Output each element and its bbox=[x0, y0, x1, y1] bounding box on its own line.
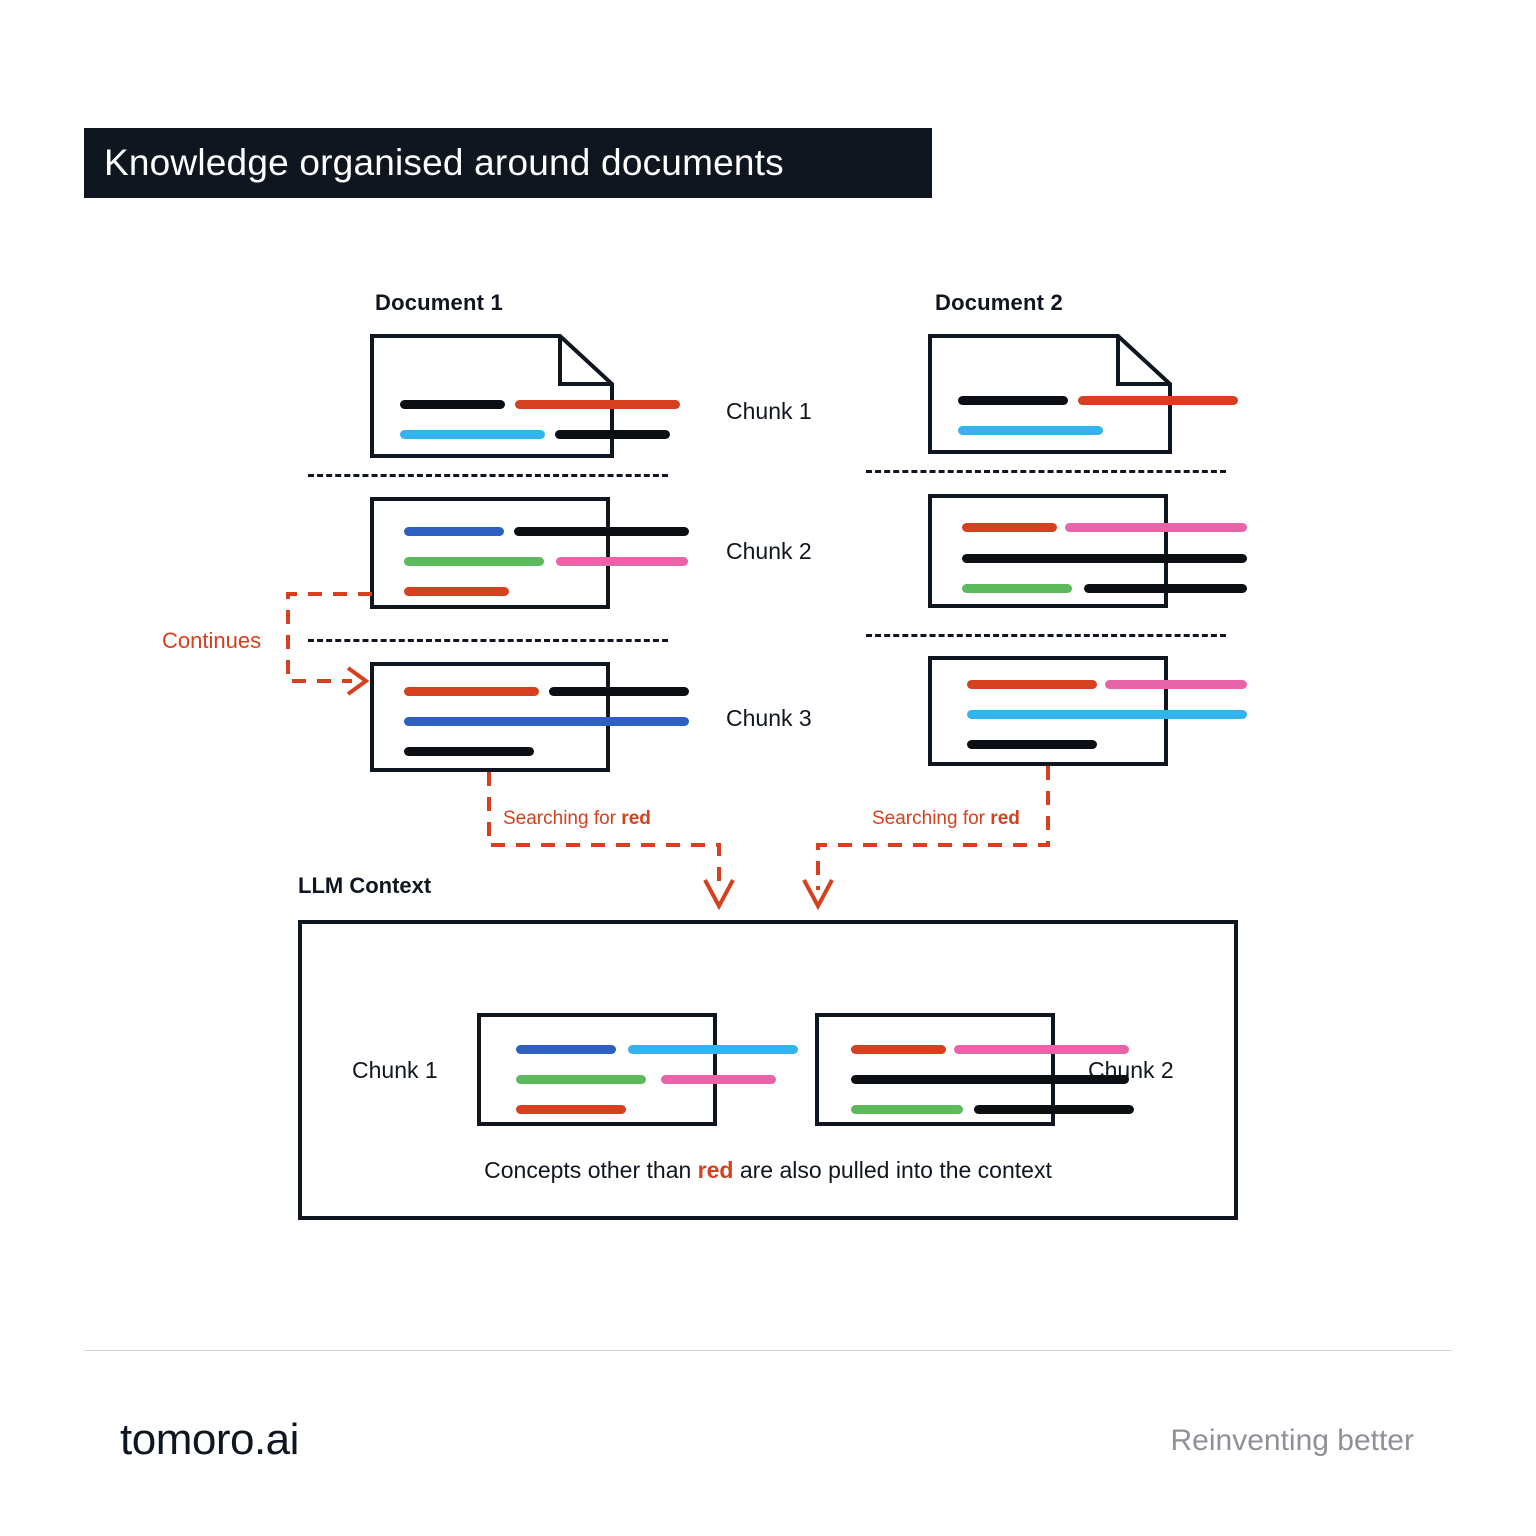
document-1-chunk-3-lines bbox=[374, 666, 689, 768]
text-line bbox=[661, 1075, 776, 1084]
document-2-chunk-3-box bbox=[928, 656, 1247, 766]
text-line bbox=[400, 430, 545, 439]
llm-context-heading: LLM Context bbox=[298, 873, 432, 898]
text-line bbox=[404, 717, 689, 726]
searching-keyword: red bbox=[621, 808, 651, 829]
text-line bbox=[1078, 396, 1238, 405]
text-line bbox=[516, 1045, 616, 1054]
text-line bbox=[962, 554, 1247, 563]
text-line bbox=[954, 1045, 1129, 1054]
caption-keyword: red bbox=[697, 1157, 734, 1183]
chunk-row-label-2: Chunk 2 bbox=[726, 538, 812, 564]
document-2-chunk-3-lines bbox=[932, 660, 1247, 762]
llm-context-box bbox=[298, 920, 1238, 1220]
text-line bbox=[1105, 680, 1247, 689]
text-line bbox=[515, 400, 680, 409]
text-line bbox=[628, 1045, 798, 1054]
llm-context-chunk-1-lines bbox=[481, 1017, 798, 1122]
text-line bbox=[404, 587, 509, 596]
text-line bbox=[851, 1105, 963, 1114]
text-line bbox=[962, 584, 1072, 593]
text-line bbox=[967, 710, 1247, 719]
llm-context-chunk-left-label: Chunk 1 bbox=[352, 1057, 438, 1083]
text-line bbox=[556, 557, 688, 566]
text-line bbox=[851, 1075, 1129, 1084]
llm-context-caption: Concepts other than red are also pulled … bbox=[298, 1157, 1238, 1184]
search-arrowhead-right bbox=[802, 879, 834, 911]
searching-for-red-label-right: Searching for red bbox=[872, 808, 1020, 830]
footer-tagline: Reinventing better bbox=[1170, 1424, 1415, 1457]
searching-keyword: red bbox=[990, 808, 1020, 829]
llm-context-chunk-2-box bbox=[815, 1013, 1134, 1126]
text-line bbox=[516, 1105, 626, 1114]
chunk-separator bbox=[866, 470, 1226, 473]
text-line bbox=[1084, 584, 1247, 593]
document-1-chunk-2-box bbox=[370, 497, 689, 609]
document-1-chunk-1-page bbox=[370, 334, 680, 458]
continues-label: Continues bbox=[162, 628, 262, 653]
text-line bbox=[958, 396, 1068, 405]
document-2-heading: Document 2 bbox=[935, 290, 1063, 315]
search-connector-left bbox=[487, 772, 721, 890]
text-line bbox=[404, 527, 504, 536]
text-line bbox=[404, 557, 544, 566]
caption-before: Concepts other than bbox=[484, 1157, 698, 1183]
text-line bbox=[967, 740, 1097, 749]
text-line bbox=[404, 747, 534, 756]
document-1-chunk-3-box bbox=[370, 662, 689, 772]
text-line bbox=[1065, 523, 1247, 532]
chunk-row-label-3: Chunk 3 bbox=[726, 705, 812, 731]
caption-after: are also pulled into the context bbox=[733, 1157, 1052, 1183]
document-2-chunk-1-page bbox=[928, 334, 1238, 454]
text-line bbox=[514, 527, 689, 536]
page-title-banner: Knowledge organised around documents bbox=[84, 128, 932, 198]
text-line bbox=[974, 1105, 1134, 1114]
page-title: Knowledge organised around documents bbox=[104, 142, 784, 183]
continues-connector bbox=[286, 592, 372, 683]
text-line bbox=[549, 687, 689, 696]
chunk-separator bbox=[308, 639, 668, 642]
document-2-chunk-1-lines bbox=[928, 334, 1238, 454]
document-2-chunk-2-lines bbox=[932, 498, 1247, 604]
text-line bbox=[851, 1045, 946, 1054]
text-line bbox=[962, 523, 1057, 532]
searching-prefix: Searching for bbox=[872, 808, 991, 829]
text-line bbox=[555, 430, 670, 439]
document-1-heading: Document 1 bbox=[375, 290, 503, 315]
searching-for-red-label-left: Searching for red bbox=[503, 808, 651, 830]
continues-arrowhead bbox=[346, 666, 370, 696]
page-outline-icon bbox=[928, 334, 1172, 454]
searching-prefix: Searching for bbox=[503, 808, 622, 829]
document-1-chunk-2-lines bbox=[374, 501, 689, 605]
document-2-chunk-2-box bbox=[928, 494, 1247, 608]
text-line bbox=[967, 680, 1097, 689]
footer-divider bbox=[84, 1350, 1452, 1351]
brand-logo: tomoro.ai bbox=[120, 1415, 299, 1464]
text-line bbox=[958, 426, 1103, 435]
chunk-separator bbox=[308, 474, 668, 477]
chunk-row-label-1: Chunk 1 bbox=[726, 398, 812, 424]
chunk-separator bbox=[866, 634, 1226, 637]
text-line bbox=[516, 1075, 646, 1084]
text-line bbox=[400, 400, 505, 409]
search-arrowhead-left bbox=[703, 879, 735, 911]
llm-context-chunk-1-box bbox=[477, 1013, 798, 1126]
document-1-chunk-1-lines bbox=[370, 334, 680, 458]
page-outline-icon bbox=[370, 334, 614, 458]
text-line bbox=[404, 687, 539, 696]
llm-context-chunk-2-lines bbox=[819, 1017, 1134, 1122]
